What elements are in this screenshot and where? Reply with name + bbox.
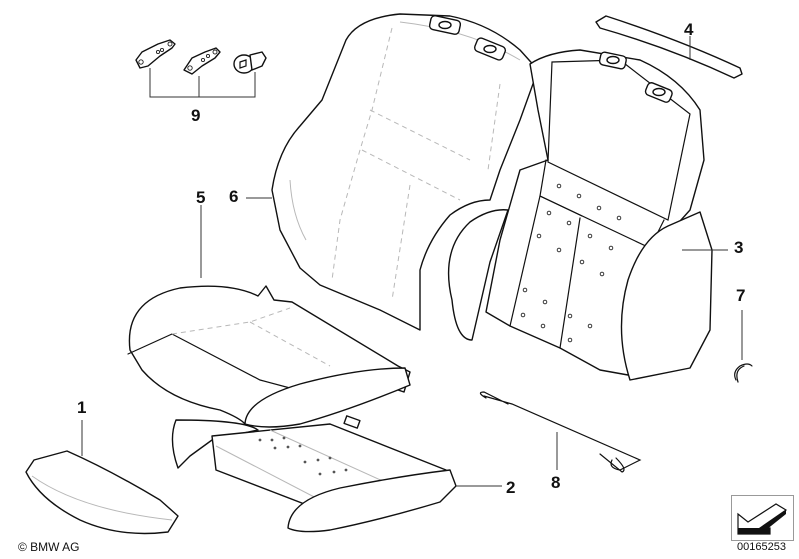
callout-2: 2 [506,478,516,497]
callout-4: 4 [684,20,694,39]
callout-6: 6 [229,187,239,206]
part-4-trim-strip[interactable] [595,15,743,79]
catalog-number: 00165253 [737,541,786,553]
part-9-brackets[interactable] [135,39,267,75]
callout-7: 7 [736,286,746,305]
arrow-down-left-icon [737,503,788,535]
part-3-backrest-rear[interactable] [485,49,713,381]
part-2-seat-base[interactable] [171,415,457,533]
callout-8: 8 [551,473,561,492]
part-1-front-bolster[interactable] [25,450,179,535]
orientation-thumbnail [731,495,794,541]
part-7-clip[interactable] [734,363,753,383]
callout-1: 1 [77,398,87,417]
copyright-label: © BMW AG [18,540,80,554]
callout-9: 9 [191,106,201,125]
part-6-backrest-front[interactable] [271,13,539,341]
callout-5: 5 [196,188,206,207]
part-5-seat-cushion-cover[interactable] [127,285,411,428]
callout-3: 3 [734,238,744,257]
part-8-tension-wire[interactable] [479,391,642,473]
